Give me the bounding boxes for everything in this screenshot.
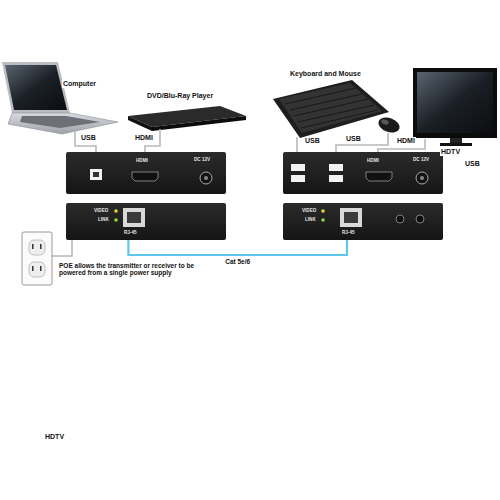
- port-label: DC 12V: [194, 158, 210, 163]
- receiver-front-panel: HDMI DC 12V: [283, 152, 443, 194]
- device-label: HDTV: [440, 148, 461, 156]
- transmitter-front-panel: HDMI DC 12V: [66, 152, 226, 194]
- network-cable: [128, 240, 347, 255]
- port-label: DC 12V: [413, 158, 429, 163]
- keyboard: [273, 80, 389, 138]
- cable-label: Cat 5e/6: [224, 258, 251, 265]
- device-label: HDTV: [44, 433, 65, 441]
- device-label: USB: [464, 160, 481, 168]
- port-label: RJ-45: [342, 231, 355, 236]
- port-label: HDMI: [367, 159, 379, 164]
- device-label: USB: [345, 135, 362, 143]
- receiver-front: [283, 152, 443, 194]
- port-label: HDMI: [136, 159, 148, 164]
- laptop: [2, 62, 118, 134]
- device-label: Keyboard and Mouse: [289, 70, 362, 78]
- receiver-back-panel: VIDEO LINK RJ-45: [283, 203, 443, 240]
- device-label: DVD/Blu-Ray Player: [146, 92, 214, 100]
- port-label: VIDEO: [94, 209, 108, 214]
- device-label: USB: [80, 134, 97, 142]
- device-label: HDMI: [134, 134, 154, 142]
- port-label: LINK: [305, 218, 316, 223]
- port-label: LINK: [98, 218, 109, 223]
- device-label: USB: [304, 137, 321, 145]
- receiver-back: [283, 203, 443, 240]
- note-text: POE allows the transmitter or receiver t…: [58, 262, 200, 276]
- device-label: HDMI: [396, 137, 416, 145]
- dvd-player: [128, 106, 246, 131]
- transmitter-back-panel: VIDEO LINK RJ-45: [66, 203, 226, 240]
- transmitter-front: [66, 152, 226, 194]
- transmitter-back: [66, 203, 226, 240]
- wall-outlet: [22, 232, 52, 285]
- hdtv: [413, 68, 497, 146]
- mouse: [376, 115, 401, 136]
- port-label: VIDEO: [302, 209, 316, 214]
- port-label: RJ-45: [124, 231, 137, 236]
- device-label: Computer: [62, 80, 97, 88]
